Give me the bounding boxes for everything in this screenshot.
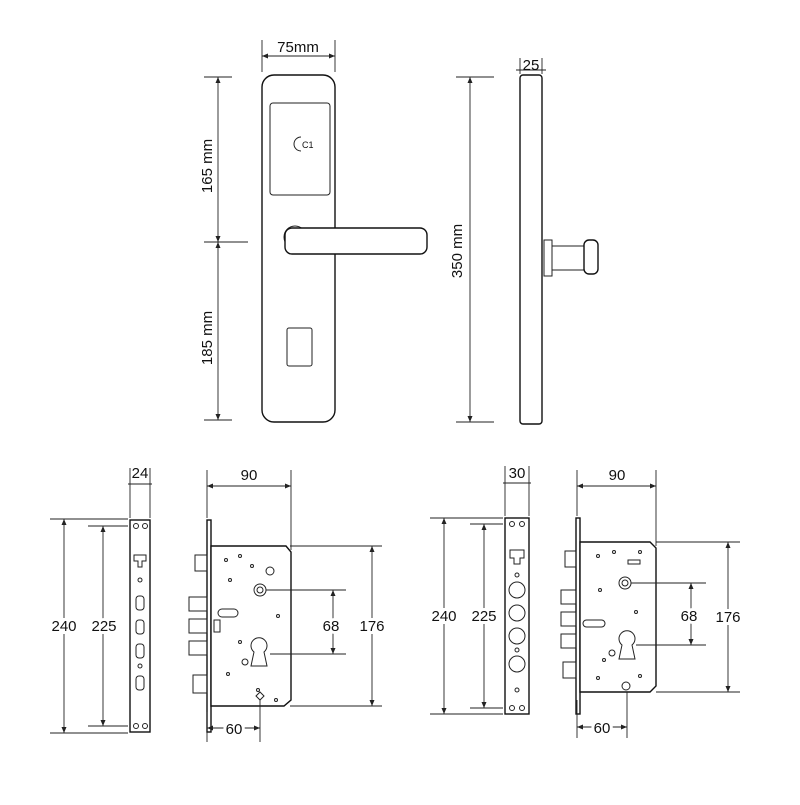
lock-b-height-outer-label: 240	[431, 608, 456, 625]
dimension-side-thickness: 25	[516, 57, 546, 74]
lock-b-60-label: 60	[594, 720, 611, 737]
lock-b-case	[579, 541, 657, 693]
lock-b-176-label: 176	[715, 609, 740, 626]
lock-b-68-label: 68	[681, 608, 698, 625]
lock-b-dim-body-width: 90	[576, 467, 657, 546]
lock-b-body-width-label: 90	[609, 467, 626, 484]
handle-side-view: 25 350 mm	[449, 57, 599, 425]
side-lever-stem	[551, 245, 587, 271]
lock-b-cylinder-icon	[618, 630, 636, 660]
lock-b-bottom-screw	[621, 681, 631, 691]
lock-b-dim-176: 176	[656, 541, 744, 693]
lock-b-bolt-holes	[508, 572, 526, 693]
handle-front-view: C1 75mm 165 mm 185 mm	[199, 39, 428, 423]
lever-handle	[284, 227, 428, 255]
lock-b: 30 240 225	[428, 465, 744, 740]
dimension-handle-width: 75mm	[261, 39, 336, 72]
lock-b-bolts	[560, 550, 577, 679]
side-lever-end	[583, 239, 599, 275]
lock-b-faceplate	[504, 517, 530, 715]
lock-a: 24 240 225	[48, 465, 388, 742]
lock-a-latch-icon	[133, 554, 147, 568]
lock-b-dim-heights: 240 225	[428, 517, 503, 715]
side-backplate	[519, 74, 543, 425]
lock-a-176-label: 176	[359, 618, 384, 635]
lock-a-bolts	[188, 554, 208, 694]
lock-b-dim-faceplate-width: 30	[503, 465, 531, 516]
lock-a-dim-176: 176	[290, 545, 388, 707]
lock-b-faceplate-width-label: 30	[509, 465, 526, 482]
lock-a-60-label: 60	[226, 721, 243, 738]
lock-a-cylinder-icon	[250, 637, 268, 667]
dimension-handle-heights: 165 mm 185 mm	[199, 76, 248, 421]
lock-a-cylinder-screw	[241, 658, 249, 666]
svg-text:C1: C1	[302, 140, 314, 150]
lock-b-dim-60: 60	[576, 692, 628, 740]
lock-a-bottom-screw	[255, 691, 265, 701]
upper-height-label: 165 mm	[199, 139, 216, 193]
lock-b-height-inner-label: 225	[471, 608, 496, 625]
lock-b-cylinder-screw	[608, 649, 616, 657]
dimension-side-height: 350 mm	[449, 76, 494, 423]
card-reader-icon: C1	[293, 136, 314, 152]
lock-b-dim-68: 68	[631, 582, 706, 646]
lock-a-dim-60: 60	[206, 700, 261, 742]
lock-a-case	[210, 545, 292, 707]
lock-a-height-outer-label: 240	[51, 618, 76, 635]
side-height-label: 350 mm	[449, 224, 466, 278]
lock-a-body-width-label: 90	[241, 467, 258, 484]
card-reader-window	[269, 102, 331, 196]
lock-a-faceplate-screws	[133, 523, 148, 729]
lower-height-label: 185 mm	[199, 311, 216, 365]
lock-a-dim-body-width: 90	[206, 467, 292, 550]
side-lever-neck	[543, 239, 553, 277]
lock-a-dim-faceplate-width: 24	[128, 465, 152, 518]
lock-a-height-inner-label: 225	[91, 618, 116, 635]
key-cover	[286, 327, 313, 367]
lock-b-internals	[582, 550, 642, 680]
lock-a-dim-68: 68	[266, 589, 346, 655]
handle-width-label: 75mm	[277, 39, 319, 56]
lock-b-latch-icon	[509, 549, 525, 565]
lock-a-68-label: 68	[323, 618, 340, 635]
lock-b-faceplate-screws	[509, 521, 525, 711]
lock-a-faceplate	[129, 519, 151, 733]
lock-a-dim-heights: 240 225	[48, 518, 128, 734]
side-thickness-label: 25	[523, 57, 540, 74]
lock-a-bolt-slots	[135, 577, 145, 691]
lock-a-faceplate-width-label: 24	[132, 465, 149, 482]
